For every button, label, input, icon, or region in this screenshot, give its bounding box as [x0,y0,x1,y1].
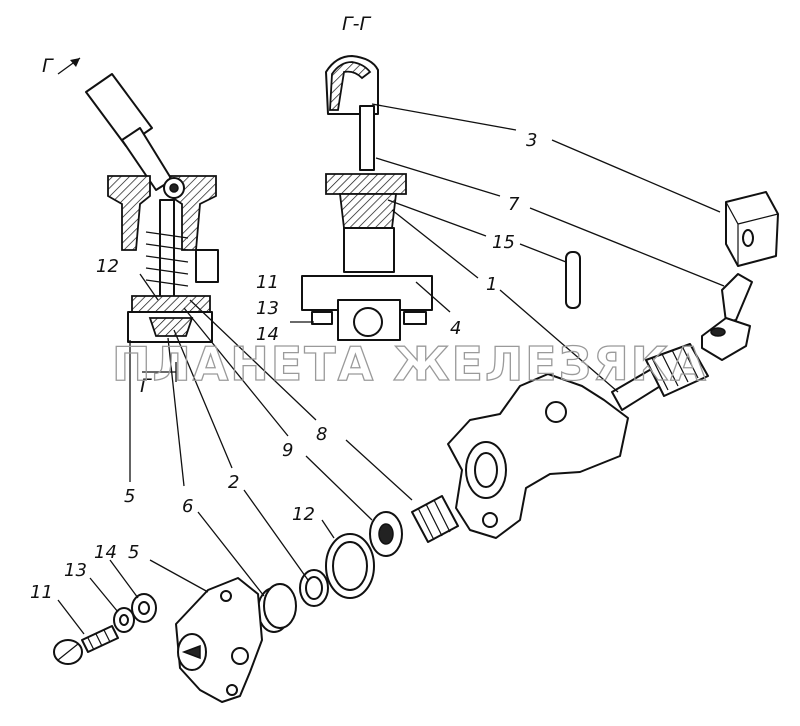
section-arrowhead-top [70,58,80,67]
leader-12 [321,519,335,539]
label-11-mid: 11 [256,272,279,293]
label-7: 7 [508,194,520,215]
label-5-left: 5 [124,486,135,507]
leader-13 [89,577,119,613]
leader-11 [57,599,85,635]
plunger-housing [338,193,398,229]
base-port [353,307,383,337]
part-2-circlip-inner [305,576,323,600]
section-mark-bottom: Г [140,375,152,397]
part-7-hole [710,327,726,337]
part-5-cover [175,577,263,703]
label-14: 14 [94,542,117,563]
part-3-knob-cap [725,191,779,267]
label-8: 8 [316,424,327,445]
part-7-lever [721,273,753,323]
left-section-view: Г Г [42,55,219,397]
side-port [195,249,219,283]
lever-pivot-pin [169,183,179,193]
part-4-bore-inner [474,452,498,488]
part-5-mount-hole-top [220,590,232,602]
lever-grip [85,73,153,147]
watermark: ПЛАНЕТА ЖЕЛЕЗЯКА [112,337,708,391]
part-15-pin [565,251,581,309]
part-3-edges [725,201,779,266]
label-4: 4 [450,318,461,339]
label-2: 2 [228,472,239,493]
label-14-mid: 14 [256,324,279,345]
part-5-mount-hole-bottom [226,684,238,696]
label-15: 15 [492,232,515,253]
part-11-screw-thread [81,625,119,653]
part-8-spring [411,495,459,543]
part-5-port-arrow [181,644,201,660]
upper-housing [325,173,407,195]
part-1-spring [645,343,709,397]
section-g-g-view: Г-Г [301,13,433,341]
part-6-spring-coil [263,583,297,629]
leader-12-left [139,273,159,301]
mount-screw-left [311,311,333,325]
label-11: 11 [30,582,53,603]
section-title: Г-Г [342,13,371,35]
label-12-left: 12 [96,256,119,277]
leader-14 [109,559,139,599]
knob-shaft [359,105,375,171]
label-13-mid: 13 [256,298,279,319]
label-9: 9 [282,440,293,461]
exploded-parts [53,191,779,703]
part-7-lever-base [701,317,751,361]
label-12: 12 [292,504,315,525]
leader-7 [375,157,725,287]
leader-6 [167,337,265,597]
valve-stem [159,199,175,301]
section-mark-top: Г [42,55,54,77]
leader-15 [387,199,487,237]
body-flange [131,295,211,313]
leader-5 [149,559,209,593]
leader-4 [415,281,451,313]
part-12-seal-ring-inner [332,541,368,591]
knob-wall [329,61,372,111]
leader-2 [173,329,309,581]
part-1-coils [651,345,699,391]
part-9-disc-center [378,523,394,545]
valve-body-neck [343,227,395,273]
body-top-left [107,175,151,251]
part-11-slot [57,643,79,661]
part-5-threaded-hole [231,647,249,665]
leader-3 [371,103,721,213]
label-1: 1 [486,274,497,295]
part-8-coils [417,499,451,541]
label-5: 5 [128,542,139,563]
leader-9 [183,307,373,521]
part-13-lock-washer-hole [119,614,129,626]
leader-8 [189,299,413,501]
part-3-slot [742,229,754,247]
part-labels: 3 7 15 1 4 11 13 14 12 8 9 5 6 2 12 11 1… [30,130,537,603]
part-4-pivot-hole [545,401,567,423]
leader-1 [391,209,619,393]
mount-screw-right [403,311,427,325]
internal-spring [145,231,189,287]
part-11-thread-lines [87,629,111,651]
valve-seat [148,317,194,337]
label-13: 13 [64,560,87,581]
label-3: 3 [526,130,537,151]
label-6: 6 [182,496,193,517]
part-4-mount-hole [482,512,498,528]
leader-lines [57,103,725,635]
leader-15b [519,243,567,263]
part-14-washer-hole [138,601,150,615]
